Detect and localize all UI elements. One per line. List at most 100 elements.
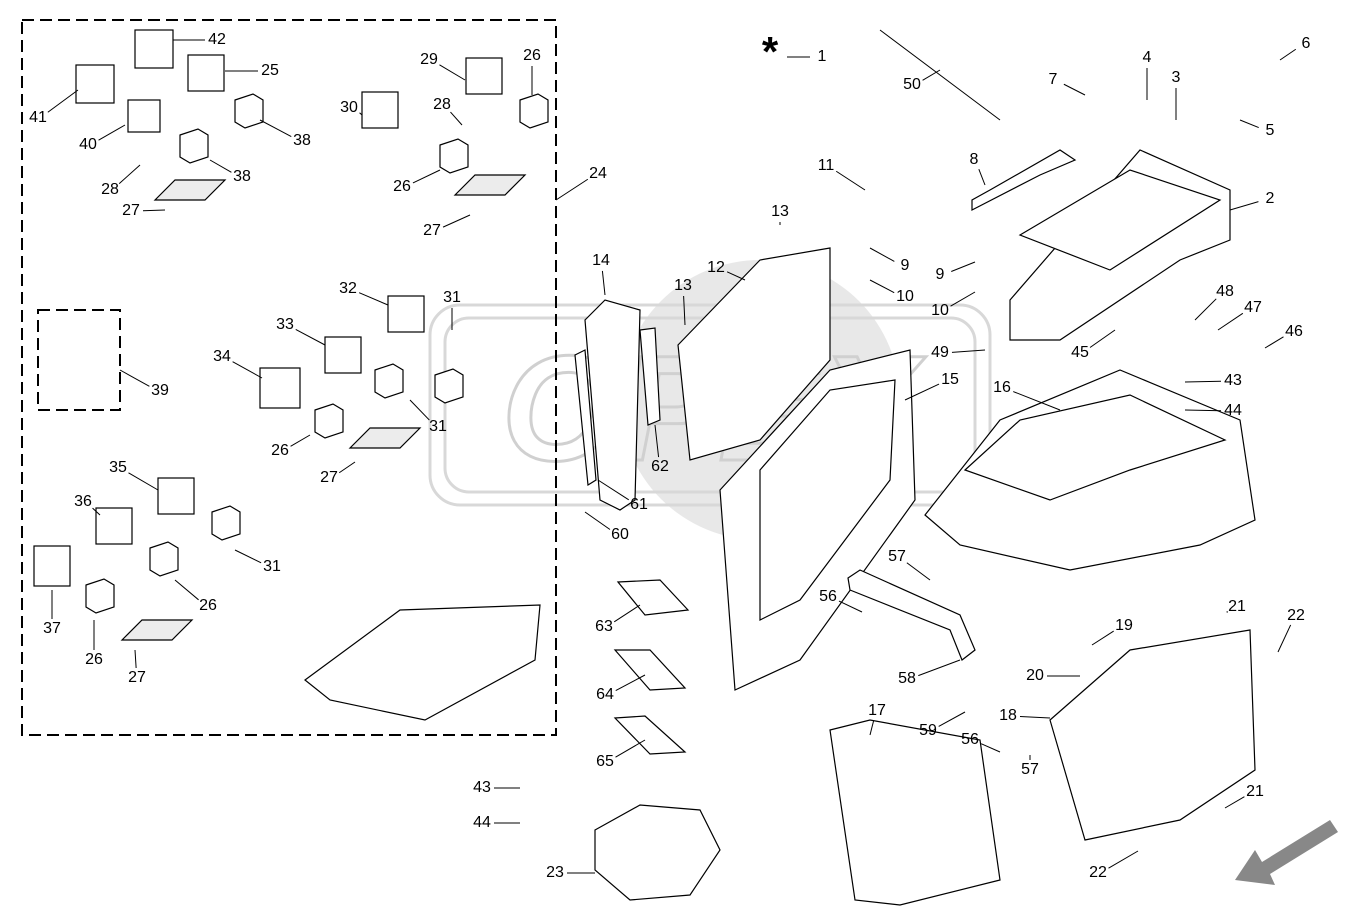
callout-label[interactable]: 37: [43, 620, 61, 637]
callout-label[interactable]: 9: [936, 266, 945, 283]
callout-label[interactable]: 40: [79, 136, 97, 153]
callout-label[interactable]: 31: [263, 558, 281, 575]
callout-label[interactable]: 39: [151, 382, 169, 399]
callout-label[interactable]: 47: [1244, 299, 1262, 316]
callout-label[interactable]: 44: [1224, 402, 1242, 419]
callout-label[interactable]: 19: [1115, 617, 1133, 634]
callout-label[interactable]: 8: [970, 151, 979, 168]
callout-label[interactable]: 60: [611, 526, 629, 543]
callout-label[interactable]: 57: [1021, 761, 1039, 778]
callout-label[interactable]: 62: [651, 458, 669, 475]
callout-label[interactable]: 32: [339, 280, 357, 297]
direction-arrow: [1235, 820, 1338, 885]
callout-label[interactable]: 43: [473, 779, 491, 796]
callout-label[interactable]: 28: [101, 181, 119, 198]
callout-label[interactable]: 56: [819, 588, 837, 605]
callout-label[interactable]: 59: [919, 722, 937, 739]
callout-label[interactable]: 17: [868, 702, 886, 719]
callout-label[interactable]: 33: [276, 316, 294, 333]
callout-label[interactable]: 63: [595, 618, 613, 635]
callout-label[interactable]: 65: [596, 753, 614, 770]
leader-line: [174, 579, 199, 601]
callout-label[interactable]: 49: [931, 344, 949, 361]
switch-icons: [33, 29, 503, 587]
callout-label[interactable]: 48: [1216, 283, 1234, 300]
callout-label[interactable]: 3: [1172, 69, 1181, 86]
callout-label[interactable]: 5: [1266, 122, 1275, 139]
callout-label[interactable]: 27: [423, 222, 441, 239]
callout-label[interactable]: 26: [199, 597, 217, 614]
callout-label[interactable]: 24: [589, 165, 607, 182]
callout-label[interactable]: 15: [941, 371, 959, 388]
callout-label[interactable]: 44: [473, 814, 491, 831]
callout-label[interactable]: 13: [674, 277, 692, 294]
callout-label[interactable]: 27: [128, 669, 146, 686]
callout-label[interactable]: 22: [1089, 864, 1107, 881]
rocker-switch: [314, 403, 344, 439]
leader-line: [1217, 312, 1244, 331]
callout-label[interactable]: 14: [592, 252, 610, 269]
callout-label[interactable]: 13: [771, 203, 789, 220]
callout-label[interactable]: 25: [261, 62, 279, 79]
leader-line: [978, 168, 986, 186]
callout-label[interactable]: 26: [523, 47, 541, 64]
callout-label[interactable]: 36: [74, 493, 92, 510]
callout-label[interactable]: 21: [1246, 783, 1264, 800]
callout-label[interactable]: 16: [993, 379, 1011, 396]
leader-line: [584, 511, 611, 530]
callout-label[interactable]: 22: [1287, 607, 1305, 624]
leader-line: [1279, 48, 1297, 61]
callout-label[interactable]: 43: [1224, 372, 1242, 389]
callout-label[interactable]: 23: [546, 864, 564, 881]
group-box-39: [37, 309, 121, 411]
strip-62: [639, 327, 661, 426]
callout-label[interactable]: 34: [213, 348, 231, 365]
callout-label[interactable]: 38: [293, 132, 311, 149]
callout-label[interactable]: 28: [433, 96, 451, 113]
callout-label[interactable]: 26: [393, 178, 411, 195]
callout-label[interactable]: 50: [903, 76, 921, 93]
callout-label[interactable]: 18: [999, 707, 1017, 724]
callout-label[interactable]: 31: [429, 418, 447, 435]
callout-label[interactable]: 4: [1143, 49, 1152, 66]
callout-label[interactable]: 31: [443, 289, 461, 306]
callout-label[interactable]: 41: [29, 109, 47, 126]
callout-label[interactable]: 27: [122, 202, 140, 219]
callout-label[interactable]: 57: [888, 548, 906, 565]
callout-label[interactable]: 30: [340, 99, 358, 116]
leader-line: [615, 674, 646, 691]
callout-label[interactable]: 10: [896, 288, 914, 305]
callout-label[interactable]: 2: [1266, 190, 1275, 207]
leader-line: [615, 739, 646, 758]
callout-label[interactable]: 38: [233, 168, 251, 185]
callout-label[interactable]: 6: [1302, 35, 1311, 52]
callout-label[interactable]: 45: [1071, 344, 1089, 361]
callout-label[interactable]: 56: [961, 731, 979, 748]
blank-label-25: [187, 54, 225, 92]
callout-label[interactable]: 42: [208, 31, 226, 48]
callout-label[interactable]: 11: [818, 157, 835, 174]
callout-label[interactable]: 27: [320, 469, 338, 486]
callout-label[interactable]: 35: [109, 459, 127, 476]
callout-label[interactable]: 10: [931, 302, 949, 319]
leader-line: [1184, 409, 1222, 412]
leader-line: [1063, 83, 1086, 96]
callout-label[interactable]: 7: [1049, 71, 1058, 88]
callout-label[interactable]: 46: [1285, 323, 1303, 340]
callout-label[interactable]: 58: [898, 670, 916, 687]
callout-label[interactable]: 26: [85, 651, 103, 668]
oil-pressure-icon: [75, 64, 115, 104]
callout-label[interactable]: 29: [420, 51, 438, 68]
callout-label[interactable]: 26: [271, 442, 289, 459]
dash-cover-window: [963, 394, 1227, 501]
switch-frame: [348, 427, 422, 449]
callout-label[interactable]: 64: [596, 686, 614, 703]
callout-label[interactable]: 21: [1228, 598, 1246, 615]
callout-label[interactable]: 1: [818, 48, 827, 65]
callout-label[interactable]: 61: [630, 496, 648, 513]
callout-label[interactable]: 20: [1026, 667, 1044, 684]
callout-label[interactable]: 9: [901, 257, 910, 274]
callout-label[interactable]: 12: [707, 259, 725, 276]
rocker-switch: [439, 138, 469, 174]
